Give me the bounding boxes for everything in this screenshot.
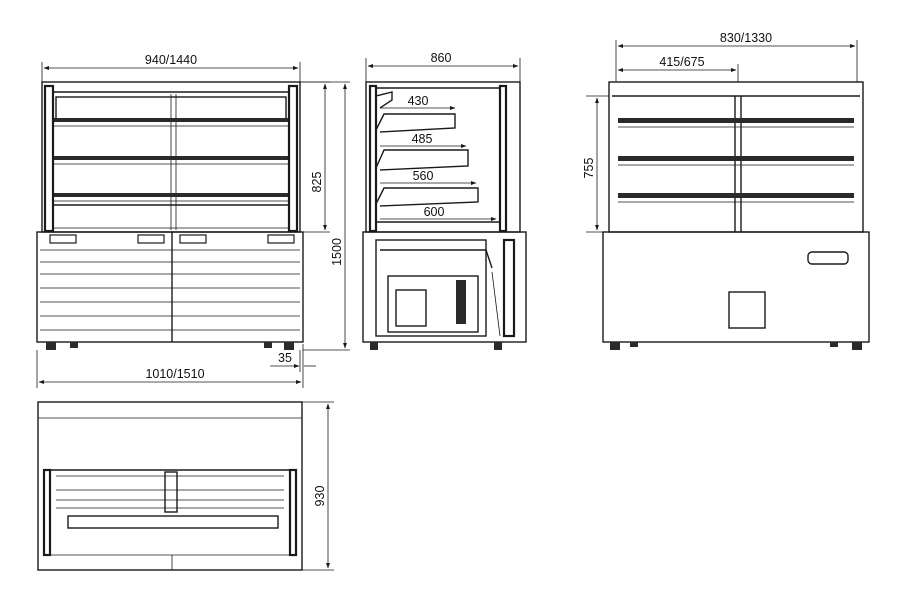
side-depth-label: 860 [431, 51, 452, 65]
front-height-glass-label: 825 [310, 172, 324, 193]
rear-view: 830/1330 415/675 755 [582, 31, 870, 350]
front-height-total-label: 1500 [330, 238, 344, 266]
side-shelf-2-label: 485 [412, 132, 433, 146]
side-shelf-3-label: 560 [413, 169, 434, 183]
side-shelf-4-label: 600 [424, 205, 445, 219]
front-width-total-label: 1010/1510 [145, 367, 204, 381]
front-view: 940/1440 [36, 53, 350, 388]
rear-width-half-label: 415/675 [659, 55, 704, 69]
side-shelf-1-label: 430 [408, 94, 429, 108]
front-overhang-label: 35 [278, 351, 292, 365]
rear-height-label: 755 [582, 158, 596, 179]
top-depth-label: 930 [313, 486, 327, 507]
rear-width-total-label: 830/1330 [720, 31, 772, 45]
side-view: 860 430 485 560 600 [362, 51, 527, 350]
top-view: 930 [37, 401, 334, 571]
front-width-top-label: 940/1440 [145, 53, 197, 67]
